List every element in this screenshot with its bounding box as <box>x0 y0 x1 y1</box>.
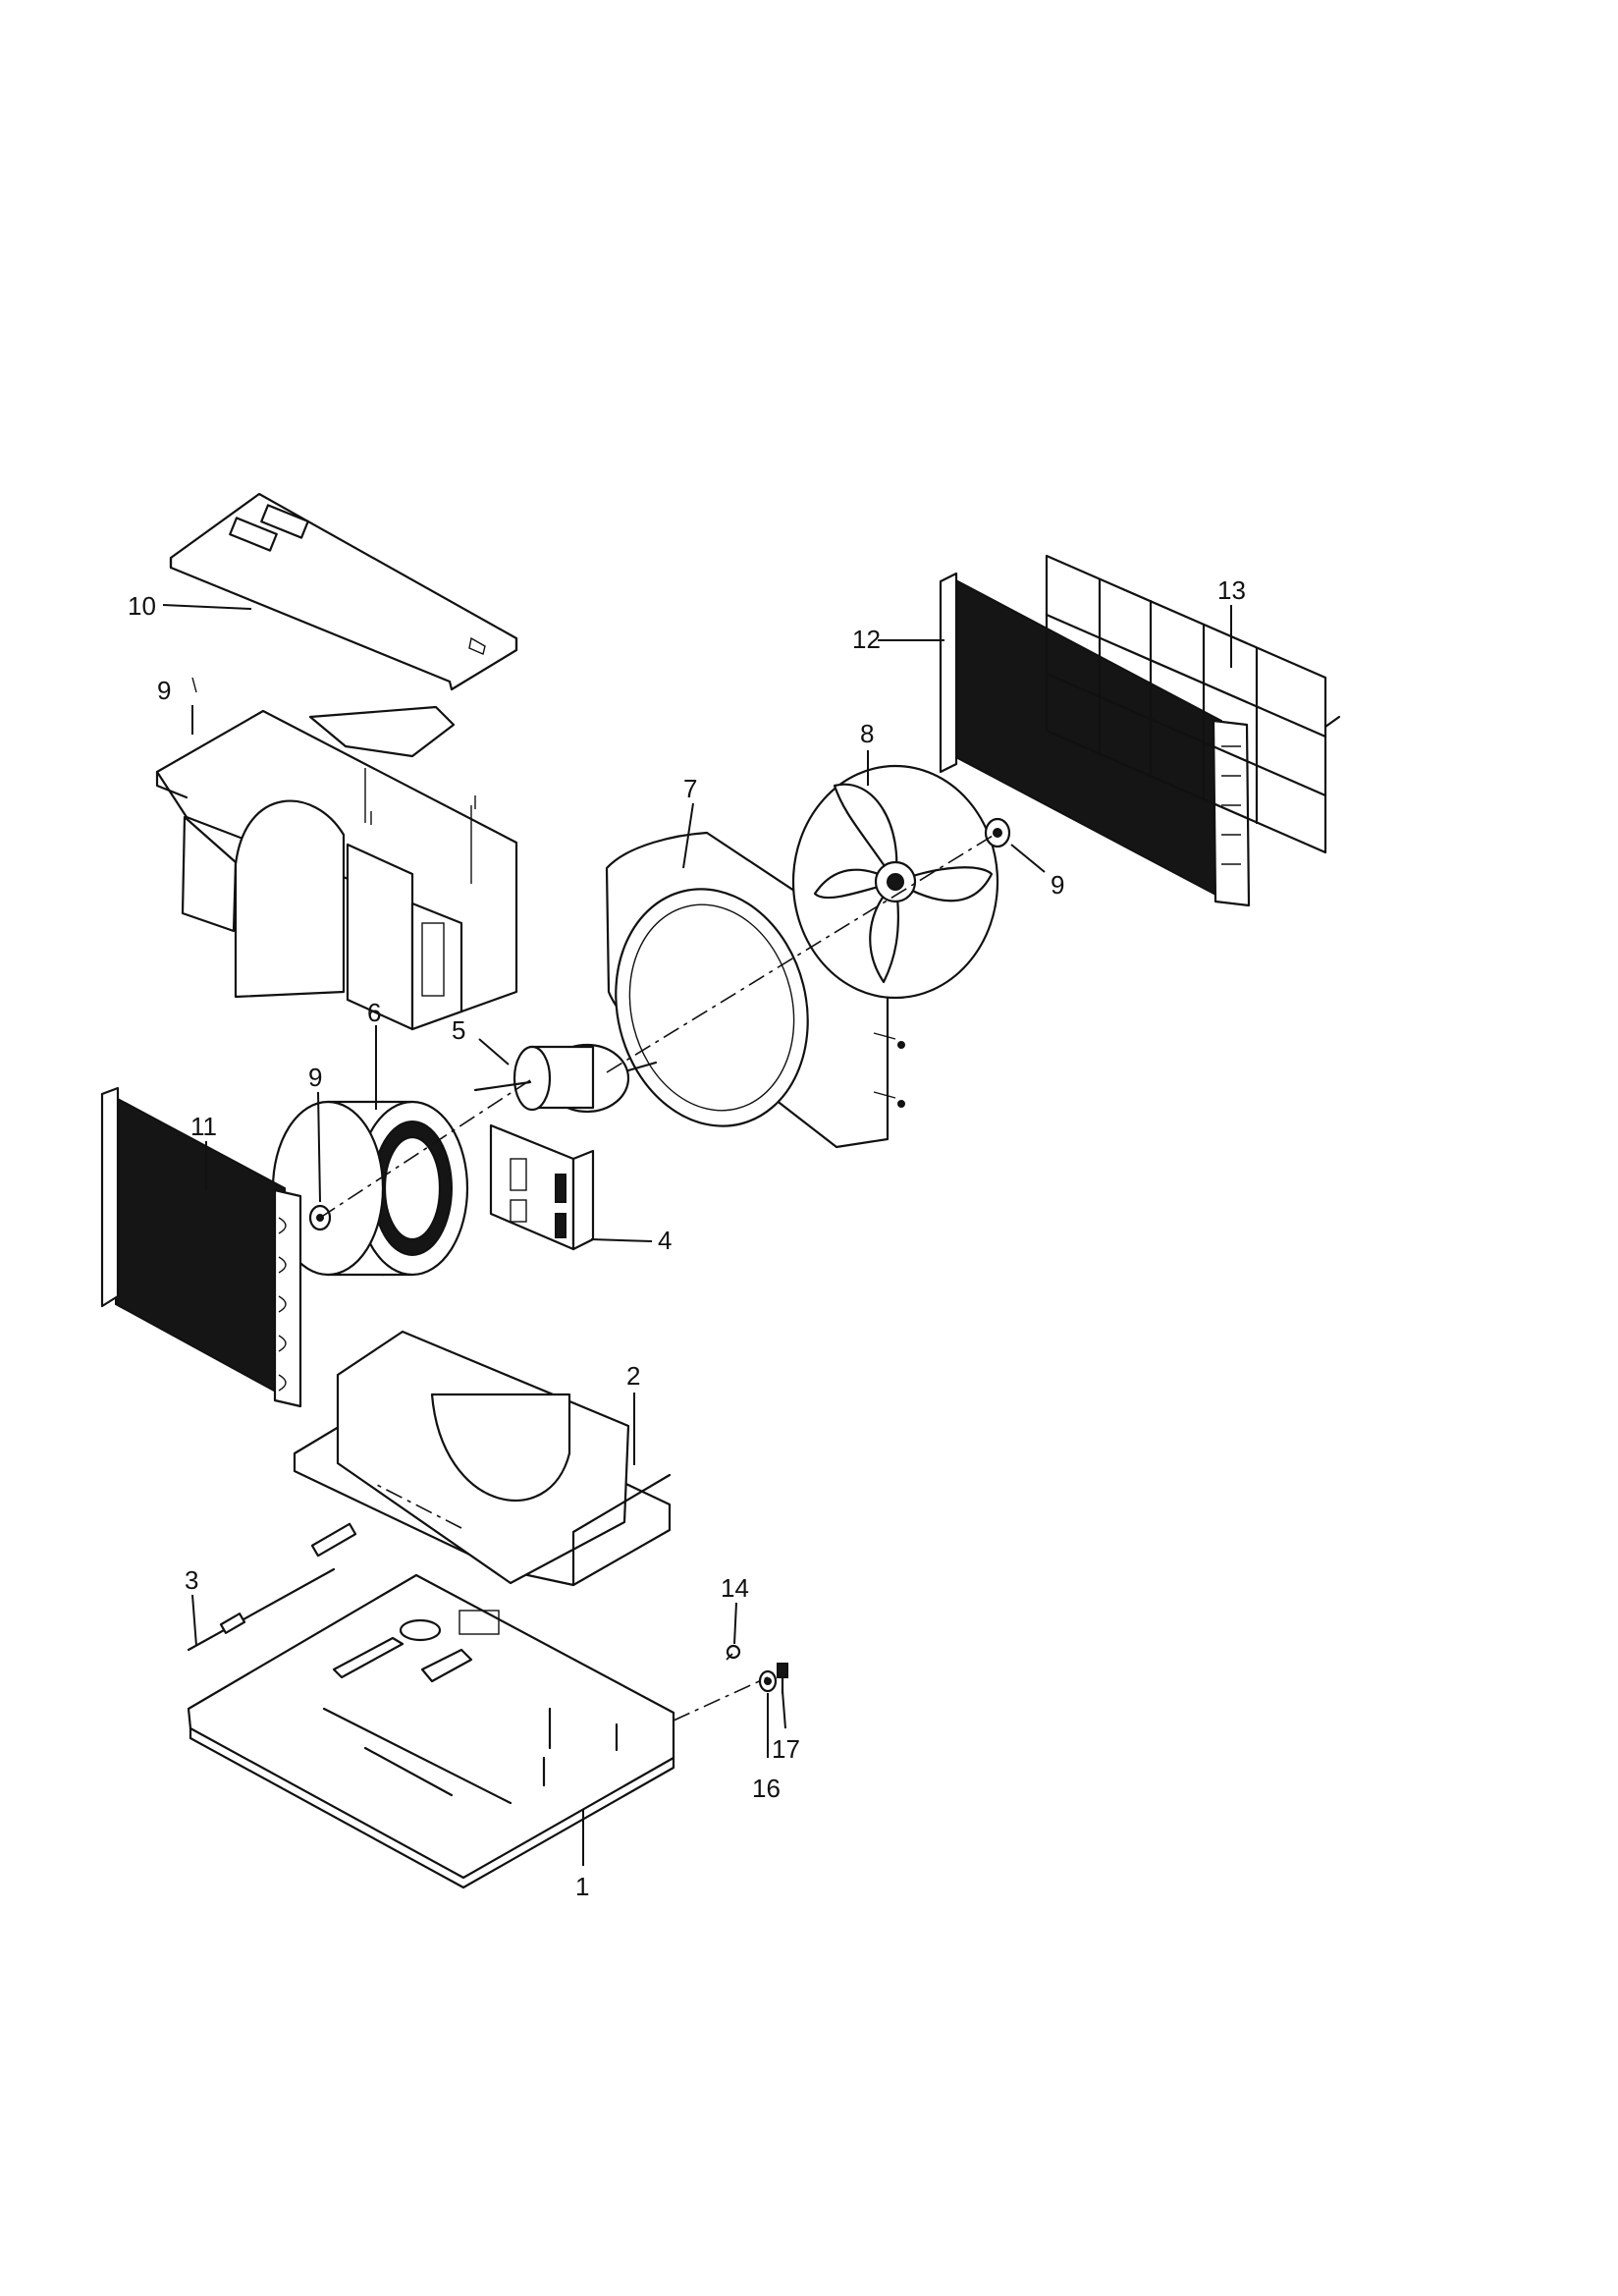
callout-8: 8 <box>860 719 874 748</box>
callout-4: 4 <box>658 1226 672 1255</box>
callout-13: 12 <box>852 625 881 654</box>
part-6-blower-wheel <box>271 1100 469 1277</box>
callout-5: 5 <box>452 1015 465 1045</box>
callout-2: 2 <box>626 1361 640 1391</box>
assembly-centerlines <box>319 832 998 1722</box>
callout-9-right: 9 <box>1051 870 1064 900</box>
part-2-scroll-housing <box>293 1330 672 1587</box>
part-4-motor-bracket <box>489 1123 595 1251</box>
part-16-washer <box>758 1669 778 1693</box>
callout-10: 9 <box>157 676 171 705</box>
callout-3: 3 <box>185 1565 198 1595</box>
part-3-sensor-rod <box>187 1522 357 1652</box>
callout-17: 17 <box>772 1734 800 1764</box>
callout-16: 16 <box>752 1774 781 1803</box>
callout-12: 11 <box>190 1112 217 1141</box>
callout-9-left: 9 <box>308 1063 322 1092</box>
callout-6: 6 <box>367 998 381 1027</box>
callout-7: 7 <box>683 774 697 803</box>
callout-labels: 10 9 12 13 8 7 9 5 6 9 11 4 2 3 14 17 16… <box>128 575 1246 1901</box>
part-14-guard <box>1045 554 1341 854</box>
part-5-fan-motor <box>473 1043 658 1114</box>
callout-11: 10 <box>128 591 156 621</box>
part-13-condenser-coil <box>939 572 1251 907</box>
part-10-upper-housing <box>155 677 518 1031</box>
part-11-cover-panel <box>169 492 518 691</box>
callout-14: 13 <box>1217 575 1246 605</box>
part-17-bolt <box>777 1663 788 1695</box>
callout-15: 14 <box>721 1573 749 1603</box>
callout-leaders <box>162 604 1232 1866</box>
callout-1: 1 <box>575 1872 589 1901</box>
part-12-evaporator-coil <box>100 1086 302 1408</box>
part-8-propeller-fan <box>791 764 999 1000</box>
part-1-base-chassis <box>187 1573 675 1889</box>
